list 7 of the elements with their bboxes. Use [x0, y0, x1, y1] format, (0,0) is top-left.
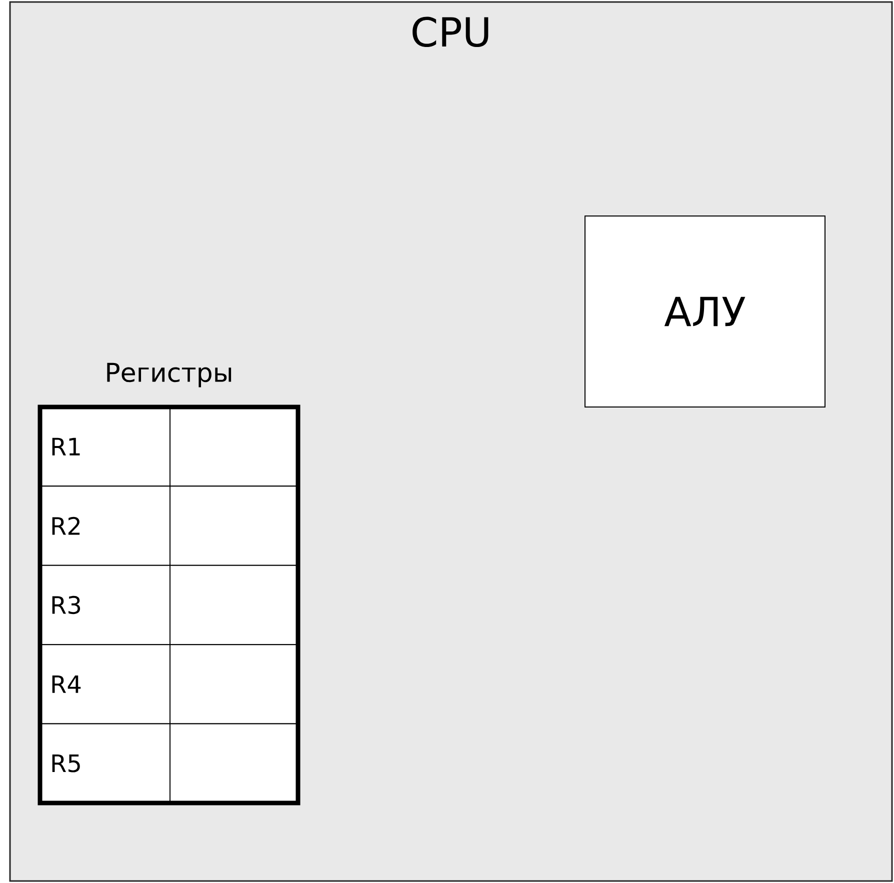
alu-box: АЛУ: [584, 215, 826, 408]
register-row: R3: [40, 564, 298, 646]
node-label: Регистры: [107, 362, 232, 388]
register-row: R5: [40, 723, 298, 804]
register-row: R1: [40, 406, 298, 487]
register-row: R4: [40, 644, 298, 724]
register-row: R2: [40, 486, 298, 566]
